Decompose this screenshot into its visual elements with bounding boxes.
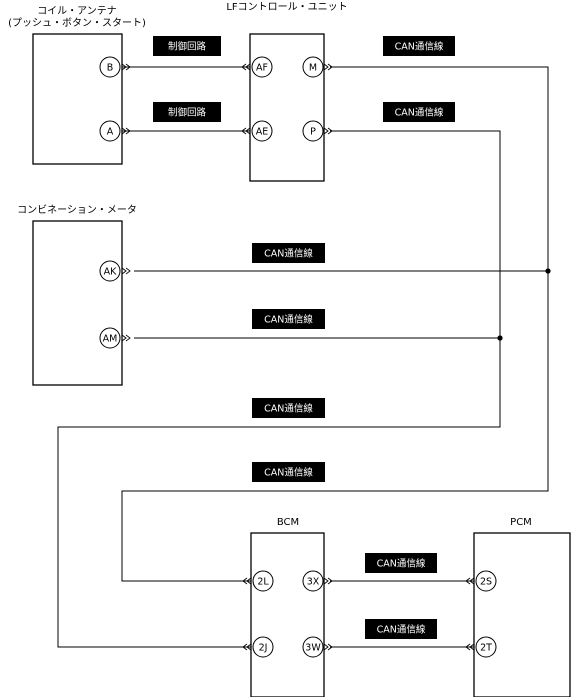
pin-lf-m: M (302, 56, 324, 78)
pin-pcm-2s: 2S (475, 570, 497, 592)
connector-chevron (121, 63, 131, 71)
pin-label: A (107, 127, 114, 138)
connector-chevron (323, 577, 333, 585)
pcm-title: PCM (510, 517, 532, 528)
pin-label: AE (256, 127, 269, 138)
signal-tag-can-loop-2l: CAN通信線 (252, 462, 325, 482)
pin-label: B (107, 63, 114, 74)
signal-tag-text: 制御回路 (168, 107, 207, 119)
connector-chevron (121, 267, 131, 275)
signal-tag-can-3w-2t: CAN通信線 (365, 619, 437, 639)
connector-chevron (241, 127, 251, 135)
signal-tag-can-loop-2j: CAN通信線 (252, 398, 325, 418)
signal-tag-text: CAN通信線 (395, 107, 444, 119)
pin-lf-ae: AE (251, 120, 273, 142)
pin-meter-ak: AK (99, 260, 121, 282)
bcm-box (250, 532, 325, 697)
instrument-cluster-title: コンビネーション・メータ (17, 204, 137, 216)
pin-pcm-2t: 2T (475, 636, 497, 658)
signal-tag-can-p: CAN通信線 (383, 102, 455, 122)
wire-can-m (121, 66, 549, 582)
pin-coil-a: A (99, 120, 121, 142)
connector-chevron (465, 643, 475, 651)
instrument-cluster-box (32, 220, 123, 386)
pin-bcm-3x: 3X (302, 570, 324, 592)
pin-label: AM (103, 334, 118, 345)
lf-control-unit-box (249, 33, 325, 182)
connector-chevron (323, 63, 333, 71)
pcm-box (473, 532, 571, 697)
connector-chevron (465, 577, 475, 585)
signal-tag-can-3x-2s: CAN通信線 (365, 553, 437, 573)
wires (57, 66, 549, 648)
connector-chevron (242, 577, 252, 585)
signal-tag-control-1: 制御回路 (153, 36, 221, 56)
junction-dot-can-l (497, 335, 503, 341)
pin-label: 2S (480, 577, 492, 588)
connector-chevron (323, 127, 333, 135)
pin-label: 3W (305, 643, 321, 654)
signal-tag-text: CAN通信線 (264, 314, 313, 326)
connector-chevron (242, 643, 252, 651)
signal-tag-text: CAN通信線 (264, 248, 313, 260)
signal-tag-can-m: CAN通信線 (383, 36, 455, 56)
junction-dot-can-h (545, 268, 551, 274)
connector-chevron (323, 643, 333, 651)
pin-label: 2J (259, 643, 268, 654)
pin-label: M (309, 63, 317, 74)
signal-tag-text: CAN通信線 (377, 558, 426, 570)
pin-label: 2L (257, 577, 269, 588)
bcm-title: BCM (277, 517, 299, 528)
lf-control-unit-title: LFコントロール・ユニット (226, 2, 347, 13)
signal-tag-text: CAN通信線 (395, 41, 444, 53)
pin-meter-am: AM (99, 327, 121, 349)
pin-bcm-2j: 2J (252, 636, 274, 658)
pin-label: P (310, 127, 316, 138)
signal-tag-text: CAN通信線 (264, 403, 313, 415)
pin-label: AF (256, 63, 268, 74)
signal-tag-can-ak: CAN通信線 (252, 243, 325, 263)
pin-lf-af: AF (251, 56, 273, 78)
signal-tag-text: 制御回路 (168, 41, 207, 53)
signal-tag-text: CAN通信線 (377, 624, 426, 636)
pin-bcm-2l: 2L (252, 570, 274, 592)
wire-can-p (57, 130, 501, 648)
connector-chevrons (121, 63, 475, 651)
signal-tag-text: CAN通信線 (264, 467, 313, 479)
pin-label: 3X (307, 577, 320, 588)
pin-coil-b: B (99, 56, 121, 78)
pin-bcm-3w: 3W (302, 636, 324, 658)
pin-label: AK (104, 267, 117, 278)
connector-chevron (121, 127, 131, 135)
signal-tag-can-am: CAN通信線 (252, 309, 325, 329)
pin-lf-p: P (302, 120, 324, 142)
pin-label: 2T (480, 643, 492, 654)
connector-chevron (241, 63, 251, 71)
coil-antenna-box (32, 33, 123, 165)
signal-tag-control-2: 制御回路 (153, 102, 221, 122)
coil-antenna-title-2: (プッシュ・ボタン・スタート) (8, 17, 146, 29)
connector-chevron (121, 334, 131, 342)
coil-antenna-title-1: コイル・アンテナ (37, 5, 117, 17)
